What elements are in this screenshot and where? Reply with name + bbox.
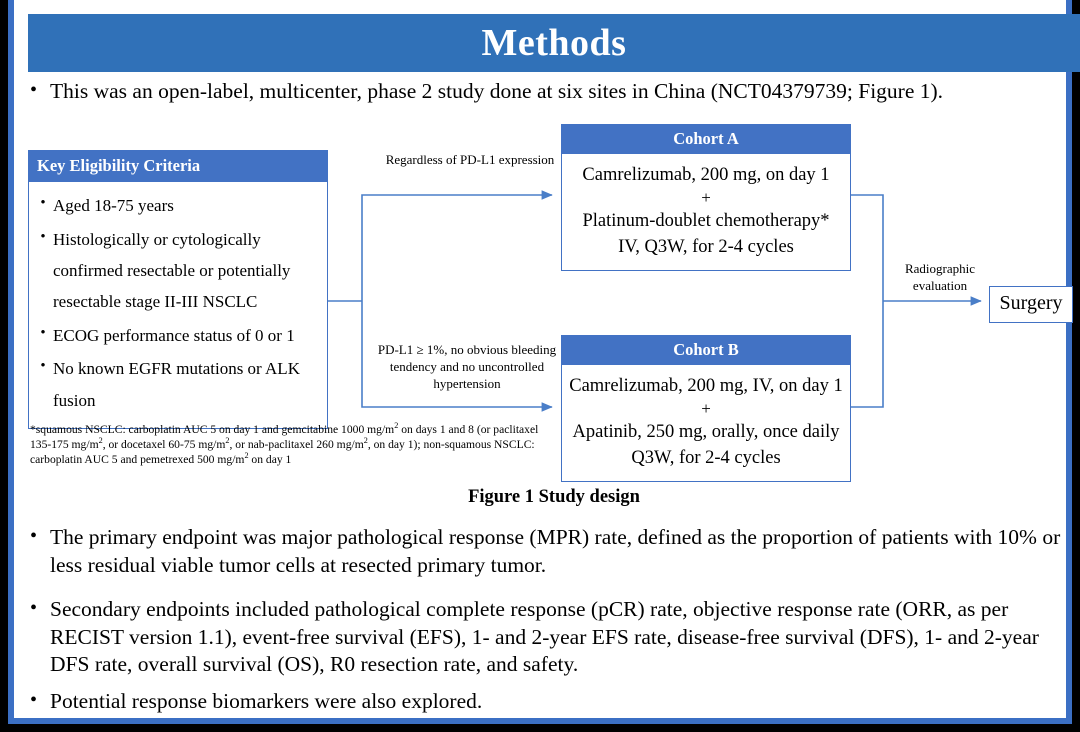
- cohort-a-body: Camrelizumab, 200 mg, on day 1 + Platinu…: [562, 154, 850, 270]
- list-item: • No known EGFR mutations or ALK fusion: [33, 353, 321, 416]
- connector-from-cohort-b: [851, 301, 884, 408]
- footnote-superscript: 2: [363, 436, 368, 446]
- eligibility-criteria-list: • Aged 18-75 years • Histologically or c…: [29, 182, 327, 428]
- footnote-superscript: 2: [225, 436, 230, 446]
- connector-label-radiographic: Radiographic evaluation: [904, 261, 976, 293]
- list-item: • Histologically or cytologically confir…: [33, 224, 321, 318]
- list-item: • ECOG performance status of 0 or 1: [33, 320, 321, 351]
- bullet-marker-icon: •: [40, 228, 46, 245]
- eligibility-item-text: No known EGFR mutations or ALK fusion: [53, 359, 300, 410]
- eligibility-criteria-card: Key Eligibility Criteria • Aged 18-75 ye…: [28, 150, 328, 430]
- bullet-secondary-endpoints: • Secondary endpoints included pathologi…: [30, 596, 1068, 679]
- eligibility-item-text: Aged 18-75 years: [53, 196, 174, 216]
- bullet-biomarkers: • Potential response biomarkers were als…: [30, 688, 1068, 716]
- cohort-b-header: Cohort B: [562, 336, 850, 366]
- footnote-superscript: 2: [98, 436, 103, 446]
- cohort-a-header: Cohort A: [562, 125, 850, 155]
- surgery-label: Surgery: [999, 292, 1063, 314]
- chemotherapy-footnote: *squamous NSCLC: carboplatin AUC 5 on da…: [30, 422, 560, 467]
- cohort-a-line-3: IV, Q3W, for 2-4 cycles: [618, 237, 794, 258]
- slide-title-band: Methods: [28, 14, 1080, 72]
- connector-from-cohort-a: [851, 194, 884, 301]
- footnote-part-d: , or nab-paclitaxel 260 mg/m: [229, 438, 364, 452]
- eligibility-item-text: Histologically or cytologically confirme…: [53, 229, 291, 312]
- footnote-part-f: on day 1: [248, 453, 292, 467]
- cohort-a-card: Cohort A Camrelizumab, 200 mg, on day 1 …: [561, 124, 851, 272]
- bullet-marker-icon: •: [40, 358, 46, 375]
- cohort-a-line-1: Camrelizumab, 200 mg, on day 1: [582, 165, 830, 186]
- connector-label-regardless: Regardless of PD-L1 expression: [385, 152, 555, 167]
- bullet-intro-text: This was an open-label, multicenter, pha…: [50, 79, 944, 103]
- connector-label-pdl1: PD-L1 ≥ 1%, no obvious bleeding tendency…: [377, 342, 557, 391]
- study-design-figure: Key Eligibility Criteria • Aged 18-75 ye…: [14, 110, 1080, 510]
- footnote-part-c: , or docetaxel 60-75 mg/m: [102, 438, 226, 452]
- footnote-part-e: , on day 1); non-squamous NSCLC: carbopl…: [30, 438, 535, 467]
- eligibility-item-text: ECOG performance status of 0 or 1: [53, 325, 295, 345]
- cohort-a-plus: +: [701, 188, 711, 208]
- footnote-part-a: *squamous NSCLC: carboplatin AUC 5 on da…: [30, 423, 395, 436]
- bullet-marker-icon: •: [30, 689, 38, 711]
- bullet-marker-icon: •: [30, 79, 38, 101]
- cohort-b-body: Camrelizumab, 200 mg, IV, on day 1 + Apa…: [562, 365, 850, 481]
- bullet-intro: • This was an open-label, multicenter, p…: [30, 78, 1070, 106]
- cohort-b-plus: +: [701, 399, 711, 419]
- surgery-box: Surgery: [989, 286, 1073, 323]
- footnote-superscript: 2: [394, 421, 399, 431]
- page-title: Methods: [481, 22, 627, 64]
- slide-content-frame: Methods • This was an open-label, multic…: [8, 0, 1080, 724]
- bullet-marker-icon: •: [30, 597, 38, 619]
- bullet-marker-icon: •: [40, 324, 46, 341]
- connector-to-cohort-a: [361, 190, 553, 301]
- cohort-b-line-2: Apatinib, 250 mg, orally, once daily: [572, 421, 840, 442]
- cohort-a-line-2: Platinum-doublet chemotherapy*: [582, 210, 830, 231]
- eligibility-criteria-header: Key Eligibility Criteria: [29, 151, 327, 183]
- bullet-marker-icon: •: [40, 195, 46, 212]
- footnote-superscript: 2: [244, 451, 249, 461]
- cohort-b-line-3: Q3W, for 2-4 cycles: [631, 448, 781, 469]
- cohort-b-card: Cohort B Camrelizumab, 200 mg, IV, on da…: [561, 335, 851, 483]
- cohort-b-line-1: Camrelizumab, 200 mg, IV, on day 1: [569, 376, 843, 397]
- bullet-primary-endpoint-text: The primary endpoint was major pathologi…: [50, 525, 1061, 577]
- bullet-marker-icon: •: [30, 525, 38, 547]
- footnote-part-b: on days 1 and 8 (or paclitaxel 135-175 m…: [30, 423, 539, 452]
- figure-caption: Figure 1 Study design: [468, 487, 640, 507]
- bullet-primary-endpoint: • The primary endpoint was major patholo…: [30, 524, 1068, 579]
- bullet-secondary-endpoints-text: Secondary endpoints included pathologica…: [50, 597, 1039, 677]
- list-item: • Aged 18-75 years: [33, 190, 321, 221]
- bullet-biomarkers-text: Potential response biomarkers were also …: [50, 689, 483, 713]
